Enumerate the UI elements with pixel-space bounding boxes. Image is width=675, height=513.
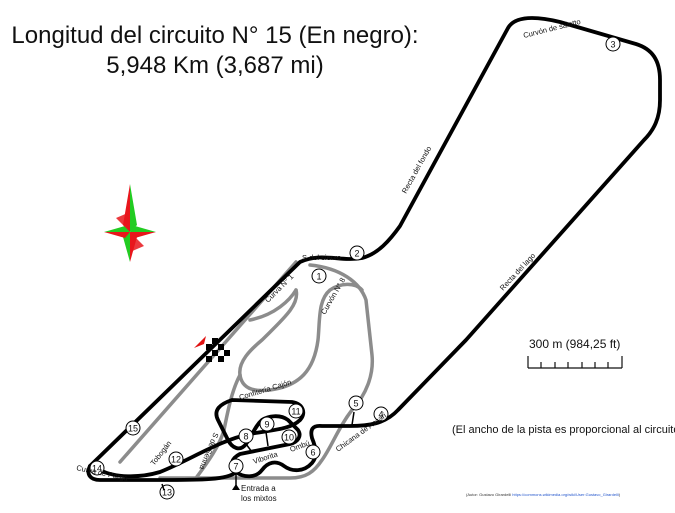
corner-number: 12: [171, 455, 181, 465]
author-prefix: (Autor: Gustavo Girardelli: [466, 492, 513, 497]
circuit-length: 5,948 Km (3,687 mi): [106, 52, 324, 79]
corner-marker-4: 4: [373, 406, 389, 422]
corner-marker-5: 5: [348, 395, 364, 411]
corner-9-pointer: [265, 431, 269, 447]
corner-marker-13: 13: [159, 484, 175, 500]
corner-number: 13: [162, 488, 172, 498]
corner-circle: [259, 416, 275, 432]
corner-circle: [125, 420, 141, 436]
label-recta-lago: Recta del lago: [498, 251, 537, 292]
corner-marker-7: 7: [228, 458, 244, 474]
corner-number: 9: [264, 420, 269, 430]
corner-number: 14: [92, 464, 102, 474]
circuit-title: Longitud del circuito N° 15 (En negro):: [11, 22, 419, 49]
corner-marker-15: 15: [125, 420, 141, 436]
flag-marker-icon: [194, 336, 206, 348]
grey-infield-link: [248, 288, 298, 322]
width-note: (El ancho de la pista es proporcional al…: [452, 424, 675, 436]
label-recta-fondo: Recta del fondo: [400, 145, 433, 195]
start-finish-flag: [194, 336, 230, 362]
corner-number: 11: [291, 407, 300, 417]
corner-marker-2: 2: [349, 245, 365, 261]
corner-number: 15: [128, 424, 138, 434]
label-tobogan: Tobogán: [148, 439, 173, 467]
corner-5-pointer: [351, 411, 355, 426]
scale-bar: [527, 356, 623, 369]
corner-number: 3: [610, 40, 615, 50]
label-entrada-1: Entrada a: [241, 484, 276, 493]
corner-circle: [168, 451, 184, 467]
corner-marker-14: 14: [89, 460, 105, 476]
corner-marker-8: 8: [238, 428, 254, 444]
corner-number: 8: [243, 432, 248, 442]
entrada-arrow-icon: [232, 484, 240, 490]
label-confiteria: Confitería Cajón: [238, 377, 292, 401]
corner-circle: [228, 458, 244, 474]
label-s-siervo: S del siervo: [302, 253, 341, 262]
corner-marker-1: 1: [311, 268, 327, 284]
corner-circle: [348, 395, 364, 411]
corner-circle: [238, 428, 254, 444]
corner-number: 4: [378, 410, 383, 420]
corner-marker-3: 3: [605, 36, 621, 52]
author-link[interactable]: https://commons.wikimedia.org/wiki/User:…: [512, 492, 619, 497]
corner-circle: [89, 460, 105, 476]
author-suffix: ): [618, 492, 621, 497]
corner-number: 6: [310, 448, 315, 458]
scale-label: 300 m (984,25 ft): [529, 337, 621, 351]
compass-rose-icon: [104, 184, 156, 262]
corner-marker-12: 12: [168, 451, 184, 467]
corner-marker-9: 9: [259, 416, 275, 432]
corner-marker-6: 6: [305, 444, 321, 460]
corner-13-pointer: [161, 483, 165, 491]
corner-circle: [373, 406, 389, 422]
corner-circle: [281, 429, 297, 445]
corner-number: 2: [354, 249, 359, 259]
corner-8-pointer: [245, 443, 253, 453]
author-credit: (Autor: Gustavo Girardelli https://commo…: [466, 492, 620, 497]
corner-circle: [305, 444, 321, 460]
black-inner-return: [98, 418, 302, 479]
label-entrada-2: los mixtos: [241, 494, 277, 503]
corner-circle: [311, 268, 327, 284]
corner-number: 7: [233, 462, 238, 472]
label-chicana: Chicana de Ascari: [334, 411, 388, 454]
black-main-circuit: [88, 16, 662, 479]
black-bottom-straight: [86, 464, 238, 482]
grey-curvon-8: [238, 282, 364, 393]
corner-circle: [288, 403, 304, 419]
corner-circle: [349, 245, 365, 261]
corner-circle: [605, 36, 621, 52]
corner-number: 5: [353, 399, 358, 409]
corner-number: 10: [284, 433, 294, 443]
corner-marker-10: 10: [281, 429, 297, 445]
corner-marker-11: 11: [288, 403, 304, 419]
grey-senna-link: [194, 428, 226, 480]
corner-number: 1: [316, 272, 321, 282]
